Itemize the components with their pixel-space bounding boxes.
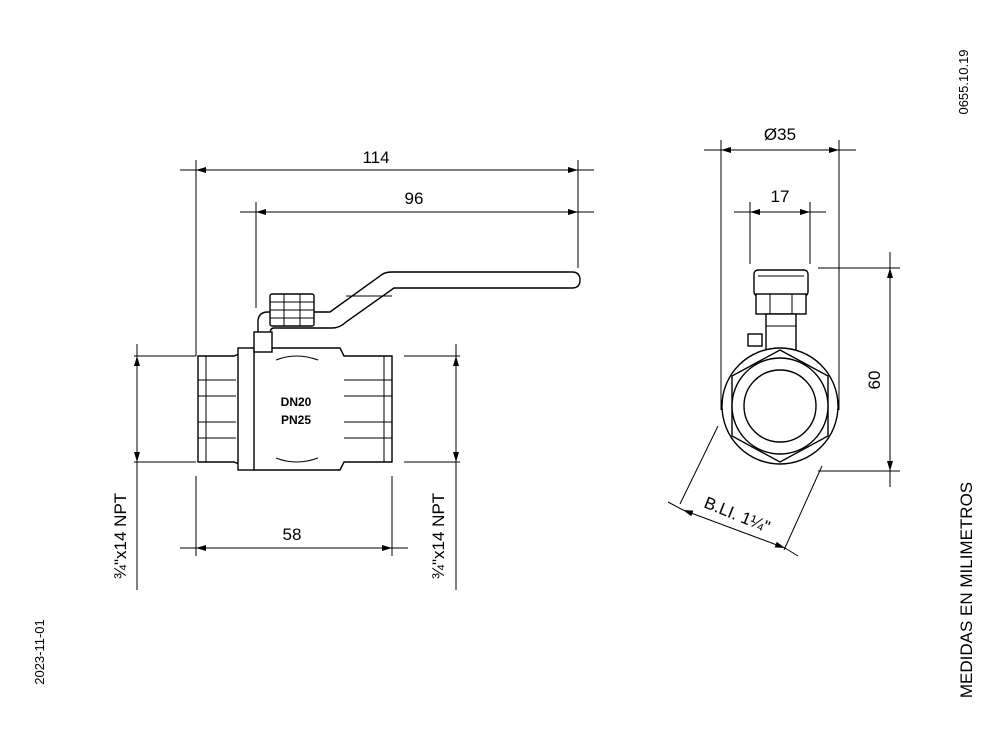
dimension-stem-width: 17 — [734, 187, 826, 264]
height-label: 60 — [865, 371, 884, 390]
dimension-body-length: 58 — [180, 476, 408, 556]
marking-pn: PN25 — [281, 413, 311, 427]
valve-body-side — [197, 331, 393, 471]
diameter-label: Ø35 — [764, 125, 796, 144]
dimension-thread-left: ¾"x14 NPT — [111, 344, 196, 590]
side-view: DN20 PN25 114 96 58 — [111, 148, 594, 590]
dimension-height: 60 — [818, 252, 900, 487]
dimension-thread-right: ¾"x14 NPT — [404, 344, 460, 590]
stem-nut — [269, 293, 315, 327]
stem-width-label: 17 — [771, 187, 790, 206]
units-note: MEDIDAS EN MILIMETROS — [957, 482, 976, 698]
dimension-58-label: 58 — [283, 525, 302, 544]
hex-body — [721, 347, 839, 465]
drawing-code: 0655.10.19 — [956, 49, 971, 114]
dimension-handle-length: 96 — [240, 189, 594, 308]
drawing-date: 2023-11-01 — [32, 619, 47, 685]
front-view: Ø35 17 60 B.LI. 1¼" — [667, 125, 900, 557]
marking-dn: DN20 — [281, 395, 312, 409]
dimension-overall-length: 114 — [180, 148, 594, 356]
thread-right-label: ¾"x14 NPT — [429, 493, 448, 579]
stem-top — [747, 269, 809, 355]
dimension-114-label: 114 — [362, 148, 389, 167]
thread-left-label: ¾"x14 NPT — [111, 493, 130, 579]
dimension-diameter: Ø35 — [704, 125, 856, 410]
dimension-96-label: 96 — [405, 189, 424, 208]
